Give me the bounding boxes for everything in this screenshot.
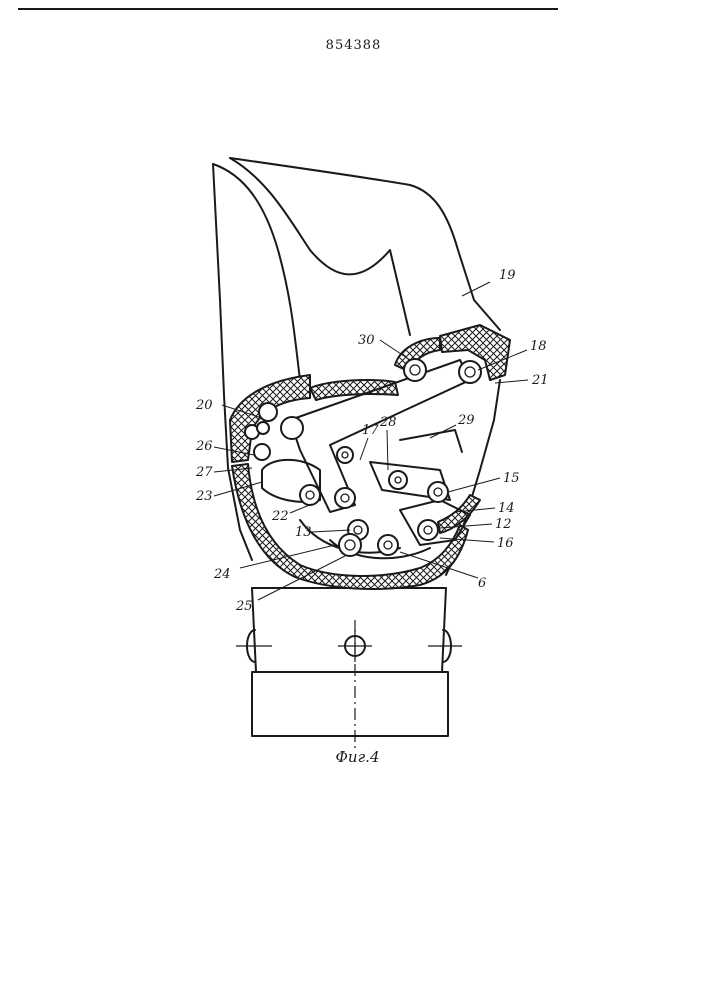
- label-21: 21: [531, 373, 549, 388]
- label-28: 28: [379, 415, 397, 430]
- base-plate: [252, 672, 448, 736]
- pivot-22: [300, 485, 320, 505]
- pivot-20b: [257, 422, 269, 434]
- label-27: 27: [195, 465, 213, 480]
- label-22: 22: [271, 509, 289, 524]
- label-24: 24: [213, 567, 231, 582]
- pivot-18: [459, 361, 481, 383]
- pivot-26: [254, 444, 270, 460]
- pivot-17: [337, 447, 353, 463]
- label-25: 25: [235, 599, 253, 614]
- pivot-30: [404, 359, 426, 381]
- pivot-20: [281, 417, 303, 439]
- label-20: 20: [195, 398, 213, 413]
- label-30: 30: [358, 333, 375, 348]
- label-23: 23: [195, 489, 213, 504]
- pivot-15: [428, 482, 448, 502]
- label-15: 15: [503, 471, 520, 486]
- label-14: 14: [498, 501, 515, 516]
- pivot-28: [389, 471, 407, 489]
- pivot-22b: [335, 488, 355, 508]
- label-6: 6: [478, 576, 486, 591]
- pivot-6: [378, 535, 398, 555]
- label-16: 16: [497, 536, 514, 551]
- label-29: 29: [457, 413, 475, 428]
- figure-caption: Фиг.4: [0, 748, 707, 766]
- link-29: [400, 430, 462, 452]
- pivot-25: [339, 534, 361, 556]
- label-13: 13: [295, 525, 312, 540]
- pivot-12: [418, 520, 438, 540]
- label-19: 19: [499, 268, 516, 283]
- label-12: 12: [495, 517, 512, 532]
- label-26: 26: [195, 439, 213, 454]
- label-17: 17: [362, 423, 379, 438]
- label-18: 18: [530, 339, 547, 354]
